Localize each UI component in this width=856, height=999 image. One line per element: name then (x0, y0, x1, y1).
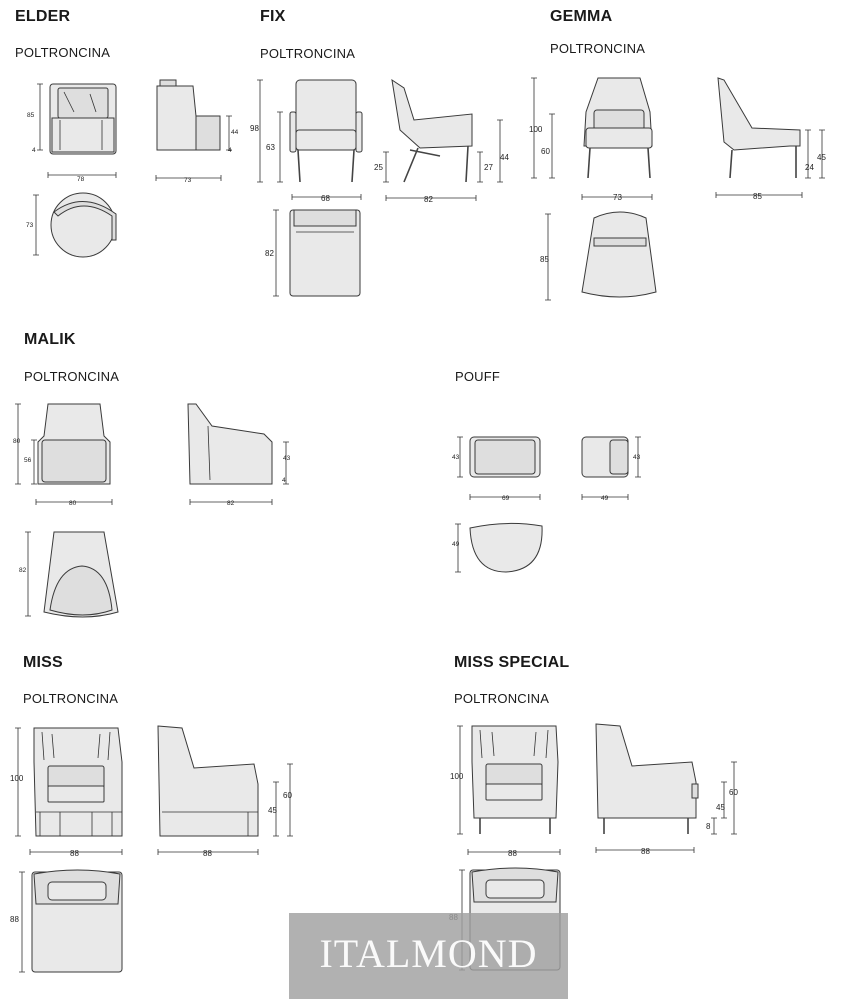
fix-dim-side-height: 44 (500, 153, 509, 162)
miss-special-dim-seat: 45 (716, 803, 725, 812)
elder-dim-width: 78 (77, 176, 85, 183)
gemma-title: GEMMA (550, 8, 613, 25)
gemma-subtitle: POLTRONCINA (550, 41, 646, 56)
malik-dim-top-depth: 82 (19, 567, 27, 574)
fix-side-view (391, 78, 473, 183)
elder-top-view (50, 192, 117, 258)
gemma-dim-depth: 85 (753, 192, 762, 201)
malik-dim-side-height: 43 (283, 455, 291, 462)
gemma-dim-arm: 60 (541, 147, 550, 156)
miss-dim-height: 100 (10, 774, 24, 783)
malik-side-view (187, 403, 273, 485)
miss-dim-arm: 60 (283, 791, 292, 800)
elder-dim-height: 85 (27, 112, 35, 119)
fix-front-view (289, 79, 363, 183)
miss-special-subtitle: POLTRONCINA (454, 691, 550, 706)
malik-dim-height: 80 (13, 438, 21, 445)
fix-subtitle: POLTRONCINA (260, 46, 356, 61)
fix-dim-seat: 27 (484, 163, 493, 172)
gemma-dim-width: 73 (613, 193, 622, 202)
elder-side-view (156, 79, 221, 151)
miss-subtitle: POLTRONCINA (23, 691, 119, 706)
miss-special-dim-width: 88 (508, 849, 517, 858)
elder-subtitle: POLTRONCINA (15, 45, 111, 60)
elder-front-view (49, 83, 117, 155)
gemma-front-view (583, 77, 653, 179)
gemma-dim-top-depth: 85 (540, 255, 549, 264)
elder-dim-foot: 4 (32, 147, 36, 154)
miss-special-dim-depth: 88 (641, 847, 650, 856)
pouff-top-view (469, 522, 543, 573)
pouff-front-view (469, 436, 541, 478)
fix-dim-height: 98 (250, 124, 259, 133)
pouff-dim-top-depth: 49 (452, 541, 460, 548)
fix-dim-depth: 82 (424, 195, 433, 204)
miss-dim-width: 88 (70, 849, 79, 858)
elder-title: ELDER (15, 8, 71, 25)
miss-title: MISS (23, 654, 63, 671)
gemma-dim-height: 100 (529, 125, 543, 134)
gemma-dim-seat: 24 (805, 163, 814, 172)
pouff-side-view (581, 436, 629, 478)
pouff-dim-side-width: 49 (601, 495, 609, 502)
fix-dim-arm: 63 (266, 143, 275, 152)
malik-dim-foot: 4 (282, 477, 286, 484)
miss-special-front-view (471, 725, 559, 834)
miss-front-view (33, 727, 123, 837)
malik-front-view (37, 403, 111, 485)
pouff-subtitle: POUFF (455, 369, 501, 384)
malik-dim-width: 80 (69, 500, 77, 507)
miss-special-title: MISS SPECIAL (454, 654, 570, 671)
miss-special-side-view (595, 723, 699, 834)
miss-special-dim-height: 100 (450, 772, 464, 781)
pouff-dim-front-height: 43 (452, 454, 460, 461)
miss-dim-depth: 88 (203, 849, 212, 858)
fix-dim-seat-front: 25 (374, 163, 383, 172)
fix-title: FIX (260, 8, 286, 25)
gemma-side-view (717, 77, 801, 179)
miss-side-view (157, 725, 259, 837)
miss-dim-seat: 45 (268, 806, 277, 815)
elder-dim-seat: 44 (231, 129, 239, 136)
fix-dim-width: 68 (321, 194, 330, 203)
malik-title: MALIK (24, 331, 76, 348)
pouff-dim-side-height: 43 (633, 454, 641, 461)
miss-dim-top-depth: 88 (10, 915, 19, 924)
elder-dim-foot-side: 4 (228, 147, 232, 154)
watermark-text: ITALMOND (319, 931, 538, 976)
malik-dim-depth: 82 (227, 500, 235, 507)
malik-top-view (43, 531, 119, 618)
fix-top-view (289, 209, 361, 297)
watermark-box (289, 913, 568, 999)
miss-special-dim-arm: 60 (729, 788, 738, 797)
malik-dim-arm: 56 (24, 457, 32, 464)
fix-dim-top-depth: 82 (265, 249, 274, 258)
elder-dim-side-depth: 73 (184, 177, 192, 184)
malik-subtitle: POLTRONCINA (24, 369, 120, 384)
gemma-top-view (581, 211, 657, 298)
miss-top-view (31, 869, 123, 973)
elder-dim-top-depth: 73 (26, 222, 34, 229)
pouff-dim-front-width: 69 (502, 495, 510, 502)
miss-special-dim-leg: 8 (706, 822, 711, 831)
